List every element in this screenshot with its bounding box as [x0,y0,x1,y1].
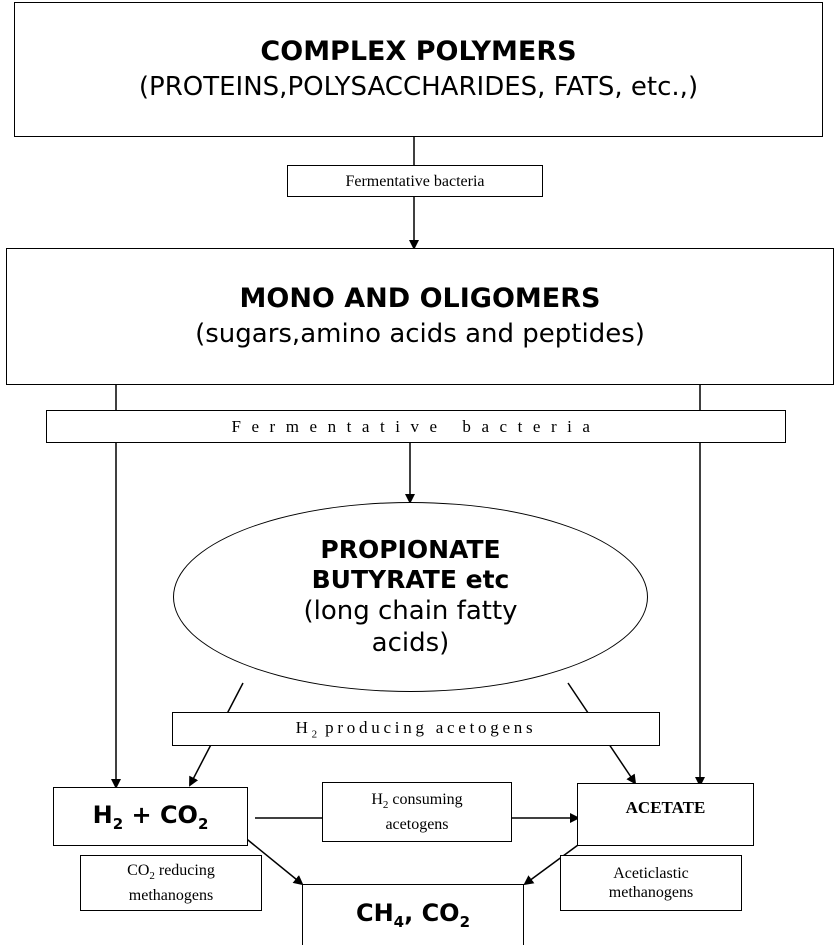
propionate-line-3: (long chain fatty [303,596,518,626]
acetate-box: ACETATE [577,783,754,846]
propionate-ellipse: PROPIONATE BUTYRATE etc (long chain fatt… [173,502,648,692]
h2-co2-box: H2 + CO2 [53,787,248,846]
arrow-h2co2-to-ch4 [242,835,304,886]
h2-consuming-acetogens-label: H2 consuming acetogens [322,782,512,842]
propionate-line-1: PROPIONATE [320,535,501,564]
arrow-acetate-to-ch4 [523,844,579,886]
propionate-line-2: BUTYRATE etc [311,565,510,594]
fermentative-bacteria-label-2: Fermentative bacteria [46,410,786,443]
fermentative-bacteria-label-1: Fermentative bacteria [287,165,543,197]
aceticlastic-methanogens-label: Aceticlastic methanogens [560,855,742,911]
mono-oligomers-subtitle: (sugars,amino acids and peptides) [195,318,645,349]
mono-oligomers-title: MONO AND OLIGOMERS [239,282,601,314]
propionate-line-4: acids) [371,628,450,658]
mono-oligomers-box: MONO AND OLIGOMERS (sugars,amino acids a… [6,248,834,385]
ch4-co2-box: CH4, CO2 [302,884,524,945]
co2-reducing-methanogens-label: CO2 reducing methanogens [80,855,262,911]
complex-polymers-box: COMPLEX POLYMERS (PROTEINS,POLYSACCHARID… [14,2,823,137]
complex-polymers-subtitle: (PROTEINS,POLYSACCHARIDES, FATS, etc.,) [138,71,699,102]
complex-polymers-title: COMPLEX POLYMERS [260,35,577,67]
h2-producing-acetogens-label: H2 producing acetogens [172,712,660,746]
